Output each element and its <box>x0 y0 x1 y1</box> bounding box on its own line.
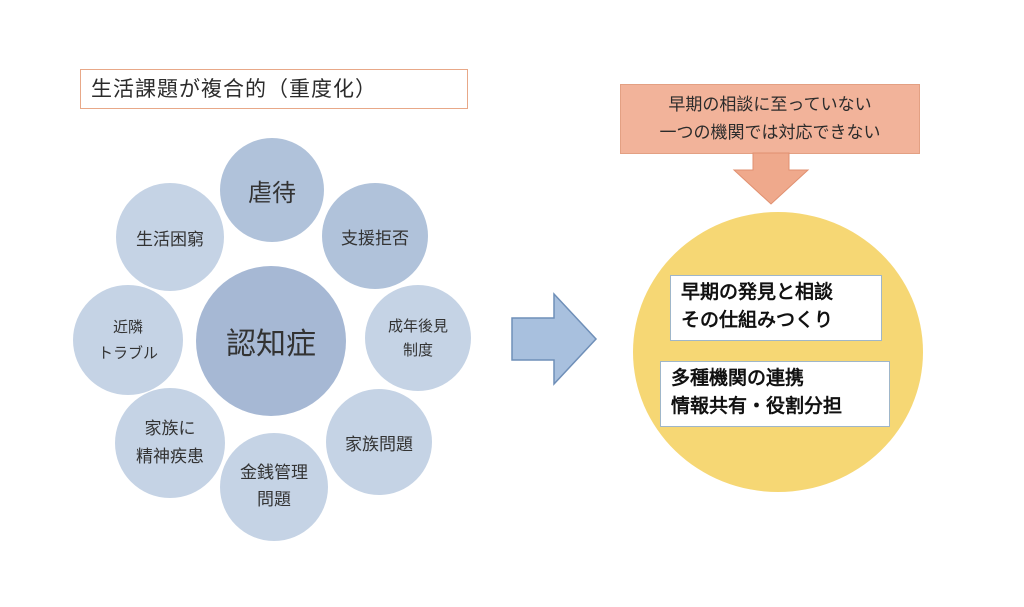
bubble-support-refusal: 支援拒否 <box>322 183 428 289</box>
bubble-guardianship-line2: 制度 <box>402 341 433 359</box>
bubble-family-mental: 家族に 精神疾患 <box>115 388 225 498</box>
bubble-poverty-label: 生活困窮 <box>136 229 204 250</box>
bubble-support-refusal-label: 支援拒否 <box>341 228 409 249</box>
bubble-guardianship: 成年後見 制度 <box>365 285 471 391</box>
bubble-neighbor-trouble: 近隣 トラブル <box>73 285 183 395</box>
bubble-money-line2: 問題 <box>257 490 291 510</box>
bubble-neighbor-line1: 近隣 <box>112 318 143 336</box>
solution-circle <box>633 212 923 492</box>
bubble-guardianship-line1: 成年後見 <box>387 317 448 335</box>
bubble-poverty: 生活困窮 <box>116 183 224 291</box>
bubble-neighbor-line2: トラブル <box>97 344 158 362</box>
solution-box2-line2: 情報共有・役割分担 <box>671 395 843 417</box>
note-box: 早期の相談に至っていない 一つの機関では対応できない <box>620 84 920 154</box>
bubble-family-mental-line2: 精神疾患 <box>136 447 204 467</box>
page-title: 生活課題が複合的（重度化） <box>80 69 468 109</box>
down-arrow <box>732 152 810 205</box>
bubble-abuse: 虐待 <box>220 138 324 242</box>
bubble-money-line1: 金銭管理 <box>240 463 308 483</box>
bubble-family-mental-line1: 家族に <box>144 419 196 439</box>
bubble-family-problem: 家族問題 <box>326 389 432 495</box>
right-arrow <box>511 292 598 386</box>
bubble-dementia-label: 認知症 <box>226 327 316 362</box>
bubble-abuse-label: 虐待 <box>248 178 296 207</box>
solution-box-collaboration: 多種機関の連携 情報共有・役割分担 <box>660 361 890 427</box>
solution-box2-line1: 多種機関の連携 <box>671 367 805 389</box>
bubble-money-management: 金銭管理 問題 <box>220 433 328 541</box>
bubble-dementia-center: 認知症 <box>196 266 346 416</box>
solution-box1-line2: その仕組みつくり <box>681 309 834 331</box>
note-line1: 早期の相談に至っていない <box>668 95 872 115</box>
note-line2: 一つの機関では対応できない <box>659 123 881 143</box>
solution-box1-line1: 早期の発見と相談 <box>681 281 834 303</box>
solution-box-early-detection: 早期の発見と相談 その仕組みつくり <box>670 275 882 341</box>
bubble-family-problem-label: 家族問題 <box>345 434 413 455</box>
